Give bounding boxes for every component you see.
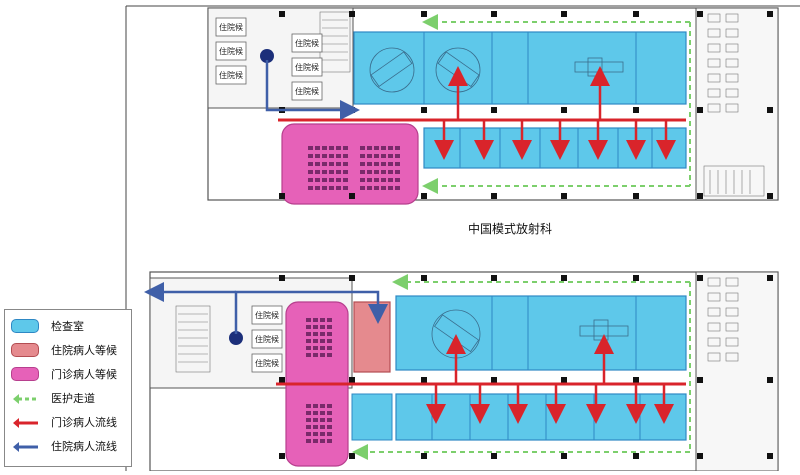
svg-text:住院候: 住院候 [219,46,243,56]
legend-swatch [11,343,39,357]
svg-text:住院候: 住院候 [219,22,243,32]
legend-swatch [11,439,39,453]
legend-item: 门诊病人等候 [11,366,117,382]
svg-text:住院候: 住院候 [255,310,279,320]
legend-item: 医护走道 [11,390,95,406]
outpatient-waiting-top [281,123,419,205]
legend-label: 门诊病人流线 [51,416,117,429]
legend-item: 门诊病人流线 [11,414,117,430]
svg-text:住院候: 住院候 [219,70,243,80]
legend-label: 医护走道 [51,392,95,405]
svg-text:住院候: 住院候 [255,334,279,344]
diagram-caption: 中国模式放射科 [467,222,552,236]
svg-text:住院候: 住院候 [295,62,319,72]
legend: 检查室住院病人等候门诊病人等候医护走道门诊病人流线住院病人流线 [4,309,132,467]
bottom-plan [144,271,779,472]
legend-label: 门诊病人等候 [51,368,117,381]
exam-room-block [353,31,687,105]
legend-label: 检查室 [51,320,84,333]
top-plan [207,7,779,205]
legend-swatch [11,367,39,381]
legend-swatch [11,319,39,333]
svg-text:住院候: 住院候 [295,38,319,48]
legend-item: 住院病人流线 [11,438,117,454]
legend-label: 住院病人等候 [51,344,117,357]
legend-item: 检查室 [11,318,84,334]
svg-text:住院候: 住院候 [295,86,319,96]
inpatient-waiting [353,301,391,373]
legend-swatch [11,391,39,405]
svg-text:住院候: 住院候 [255,358,279,368]
legend-label: 住院病人流线 [51,440,117,453]
legend-swatch [11,415,39,429]
legend-item: 住院病人等候 [11,342,117,358]
